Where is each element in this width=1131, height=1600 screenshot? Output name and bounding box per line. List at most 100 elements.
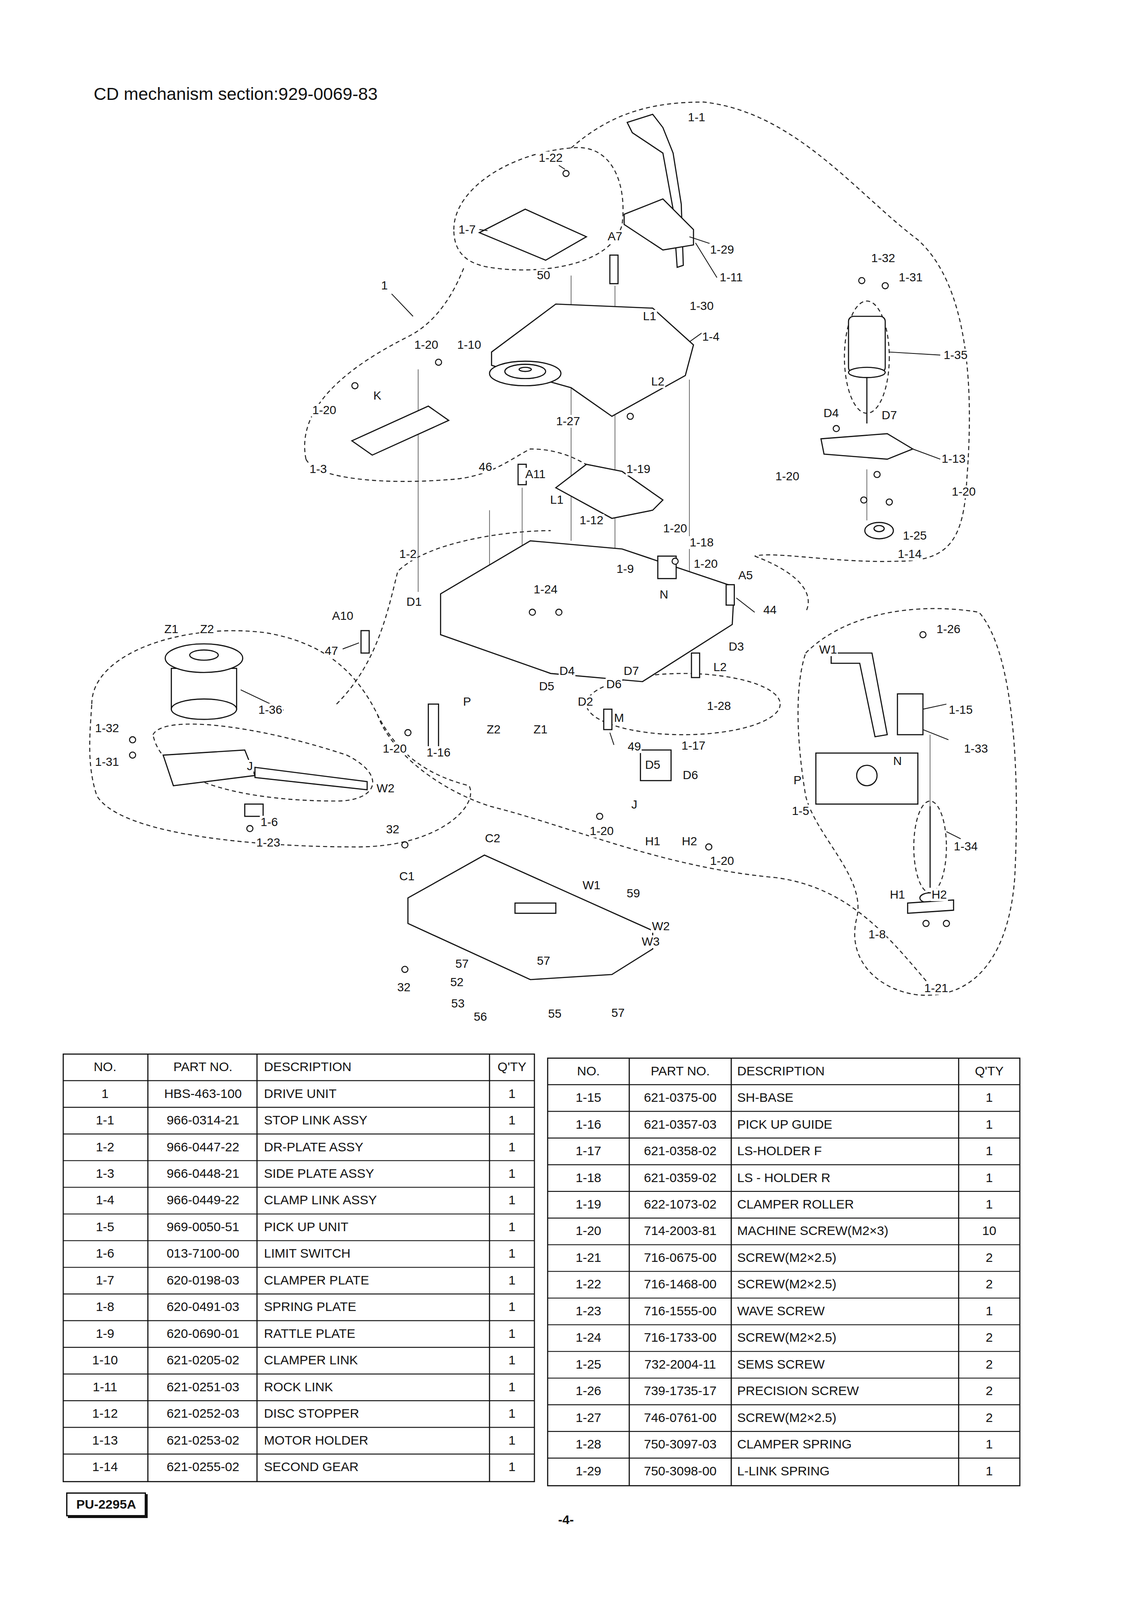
callout-number: 57 xyxy=(536,954,551,968)
table-row-line xyxy=(63,1186,535,1188)
callout-number: 1-26 xyxy=(935,622,962,636)
table-row-line xyxy=(547,1297,1020,1299)
table-cell: 1 xyxy=(507,1166,517,1181)
table-cell: 716-1733-00 xyxy=(643,1330,718,1344)
table-cell: 1 xyxy=(985,1117,994,1131)
callout-number: K xyxy=(372,389,383,403)
table-cell: 1 xyxy=(507,1379,517,1394)
table-cell: LS - HOLDER R xyxy=(736,1170,831,1185)
table-cell: DISC STOPPER xyxy=(263,1406,361,1420)
table-header: DESCRIPTION xyxy=(736,1063,826,1078)
table-cell: 621-0357-03 xyxy=(643,1117,718,1131)
callout-number: D2 xyxy=(577,695,595,709)
table-row-line xyxy=(63,1320,535,1321)
group-outlines xyxy=(89,102,1017,995)
table-cell: SCREW(M2×2.5) xyxy=(736,1330,838,1344)
callout-number: 1-22 xyxy=(537,151,564,165)
page-title: CD mechanism section:929-0069-83 xyxy=(92,84,379,103)
callout-number: A7 xyxy=(606,230,624,243)
table-cell: 1-3 xyxy=(94,1166,115,1181)
callout-number: D3 xyxy=(727,640,745,653)
table-row-line xyxy=(63,1346,535,1348)
callout-number: 1-20 xyxy=(381,742,408,755)
table-cell: 1 xyxy=(507,1459,517,1474)
callout-number: L1 xyxy=(549,493,565,507)
table-header: PART NO. xyxy=(172,1059,234,1074)
table-cell: MOTOR HOLDER xyxy=(263,1433,370,1447)
callout-number: 1-8 xyxy=(867,927,887,941)
table-cell: 966-0314-21 xyxy=(165,1113,240,1127)
table-cell: 969-0050-51 xyxy=(165,1219,240,1234)
callout-number: 1-5 xyxy=(791,804,811,818)
callout-number: 1-2 xyxy=(398,547,418,561)
table-cell: 620-0491-03 xyxy=(165,1299,240,1314)
table-cell: 1 xyxy=(507,1139,517,1154)
callout-number: P xyxy=(462,695,473,709)
callout-number: 57 xyxy=(454,957,470,971)
table-cell: 1 xyxy=(507,1299,517,1314)
table-cell: 1 xyxy=(507,1406,517,1420)
table-row-line xyxy=(63,1133,535,1134)
callout-number: 53 xyxy=(450,996,466,1010)
model-code: PU-2295A xyxy=(76,1497,137,1511)
callout-number: D4 xyxy=(822,406,840,420)
table-row-line xyxy=(547,1163,1020,1165)
callout-number: D6 xyxy=(605,677,623,691)
callout-number: 1-11 xyxy=(718,271,744,284)
table-header: DESCRIPTION xyxy=(263,1059,353,1074)
callout-number: 1-33 xyxy=(963,742,989,755)
callout-number: D5 xyxy=(644,758,662,772)
callout-number: W1 xyxy=(581,878,602,892)
callout-number: 1-31 xyxy=(897,271,924,284)
callout-number: A11 xyxy=(524,467,547,481)
table-cell: DRIVE UNIT xyxy=(263,1086,338,1101)
table-cell: 621-0375-00 xyxy=(643,1090,718,1105)
table-cell: SECOND GEAR xyxy=(263,1459,360,1474)
callout-number: 1-27 xyxy=(555,414,581,428)
callout-number: H1 xyxy=(644,834,662,848)
callout-number: C2 xyxy=(483,831,502,845)
table-cell: 1 xyxy=(507,1113,517,1127)
table-cell: 013-7100-00 xyxy=(165,1246,240,1260)
callout-number: D4 xyxy=(558,664,576,678)
table-cell: 716-1468-00 xyxy=(643,1276,718,1291)
callout-number: N xyxy=(892,754,903,768)
table-cell: MACHINE SCREW(M2×3) xyxy=(736,1223,890,1238)
table-cell: PICK UP UNIT xyxy=(263,1219,350,1234)
callout-number: 1-17 xyxy=(680,739,707,753)
table-cell: PRECISION SCREW xyxy=(736,1383,860,1398)
table-cell: 621-0358-02 xyxy=(643,1143,718,1158)
callout-number: W3 xyxy=(641,935,661,948)
table-cell: 1-22 xyxy=(574,1276,603,1291)
callout-number: 1-15 xyxy=(947,703,974,717)
table-row-line xyxy=(63,1160,535,1161)
table-cell: SCREW(M2×2.5) xyxy=(736,1250,838,1265)
callout-number: 1-3 xyxy=(308,462,328,476)
table-cell: 1-8 xyxy=(94,1299,115,1314)
table-cell: 1 xyxy=(507,1219,517,1234)
table-cell: RATTLE PLATE xyxy=(263,1326,357,1341)
table-cell: LS-HOLDER F xyxy=(736,1143,823,1158)
table-cell: 2 xyxy=(985,1250,994,1265)
table-cell: 621-0255-02 xyxy=(165,1459,240,1474)
table-header: PART NO. xyxy=(650,1063,711,1078)
callout-number: 1-31 xyxy=(94,755,120,769)
table-row-line xyxy=(63,1213,535,1215)
table-cell: HBS-463-100 xyxy=(163,1086,243,1101)
callout-number: 1-7 xyxy=(457,223,477,237)
table-cell: SH-BASE xyxy=(736,1090,795,1105)
callout-number: 49 xyxy=(626,740,642,753)
table-cell: ROCK LINK xyxy=(263,1379,335,1394)
table-cell: STOP LINK ASSY xyxy=(263,1113,369,1127)
table-cell: 1-11 xyxy=(91,1379,119,1394)
table-row-line xyxy=(63,1373,535,1375)
callout-number: 1-20 xyxy=(950,485,977,499)
callout-number: 1-20 xyxy=(693,557,719,571)
table-cell: 716-1555-00 xyxy=(643,1303,718,1318)
model-label-box: PU-2295A xyxy=(66,1492,146,1516)
table-cell: 1-14 xyxy=(91,1459,119,1474)
callout-number: M xyxy=(613,711,625,725)
table-cell: 1-12 xyxy=(91,1406,119,1420)
table-cell: 1 xyxy=(985,1303,994,1318)
callout-number: 1-20 xyxy=(709,854,735,868)
